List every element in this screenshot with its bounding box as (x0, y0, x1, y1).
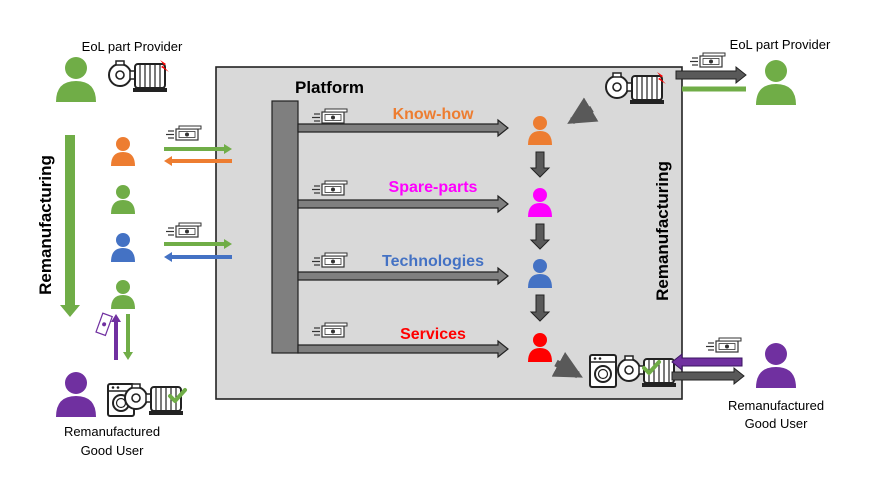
know-how-flow-arrow (164, 156, 232, 166)
stream-arrow-know-how (297, 118, 509, 138)
money-flow-arrow (164, 239, 232, 249)
stream-arrow-services (297, 339, 509, 359)
money-icon (165, 125, 202, 141)
left-user-label-line2: Good User (81, 443, 145, 458)
money-flow-arrow (164, 144, 232, 154)
stream-label-spare-parts: Spare-parts (389, 179, 478, 196)
stream-label-technologies: Technologies (382, 253, 484, 270)
remanufacturing-arrow (60, 135, 80, 317)
stream-label-know-how: Know-how (393, 106, 474, 123)
flow-arrow (551, 351, 583, 379)
washing-machine-icon (589, 354, 617, 388)
money-icon (705, 337, 742, 353)
platform-title: Platform (295, 78, 364, 97)
participant-icon (111, 185, 135, 214)
left-user-label-line1: Remanufactured (64, 424, 160, 439)
money-flow-arrow (111, 314, 121, 360)
right-user-label-line1: Remanufactured (728, 398, 824, 413)
right-user-label-line2: Good User (745, 416, 809, 431)
good-flow-arrow (123, 314, 133, 360)
money-icon (689, 52, 726, 68)
user-icon (756, 343, 796, 388)
stream-label-services: Services (400, 326, 466, 343)
left-provider-label: EoL part Provider (82, 39, 183, 54)
participant-icon (111, 137, 135, 166)
user-icon (56, 372, 96, 417)
platform-bar (271, 100, 299, 354)
right-provider-label: EoL part Provider (730, 37, 831, 52)
money-icon (95, 312, 114, 337)
stream-arrow-technologies (297, 266, 509, 286)
pump-motor-icon (108, 60, 168, 93)
left-process-label: Remanufacturing (36, 155, 55, 295)
money-icon (165, 222, 202, 238)
technology-flow-arrow (164, 252, 232, 262)
participant-icon (111, 233, 135, 262)
chain-arrow (529, 151, 551, 322)
participant-icon (111, 280, 135, 309)
good-flow-arrow (671, 366, 745, 386)
right-process-label: Remanufacturing (653, 161, 672, 301)
provider-icon (56, 57, 96, 102)
provider-icon (756, 60, 796, 105)
flow-arrow (567, 97, 599, 125)
stream-arrow-spare-parts (297, 194, 509, 214)
money-flow-arrow (675, 65, 747, 85)
money-flow-arrow (671, 352, 743, 372)
